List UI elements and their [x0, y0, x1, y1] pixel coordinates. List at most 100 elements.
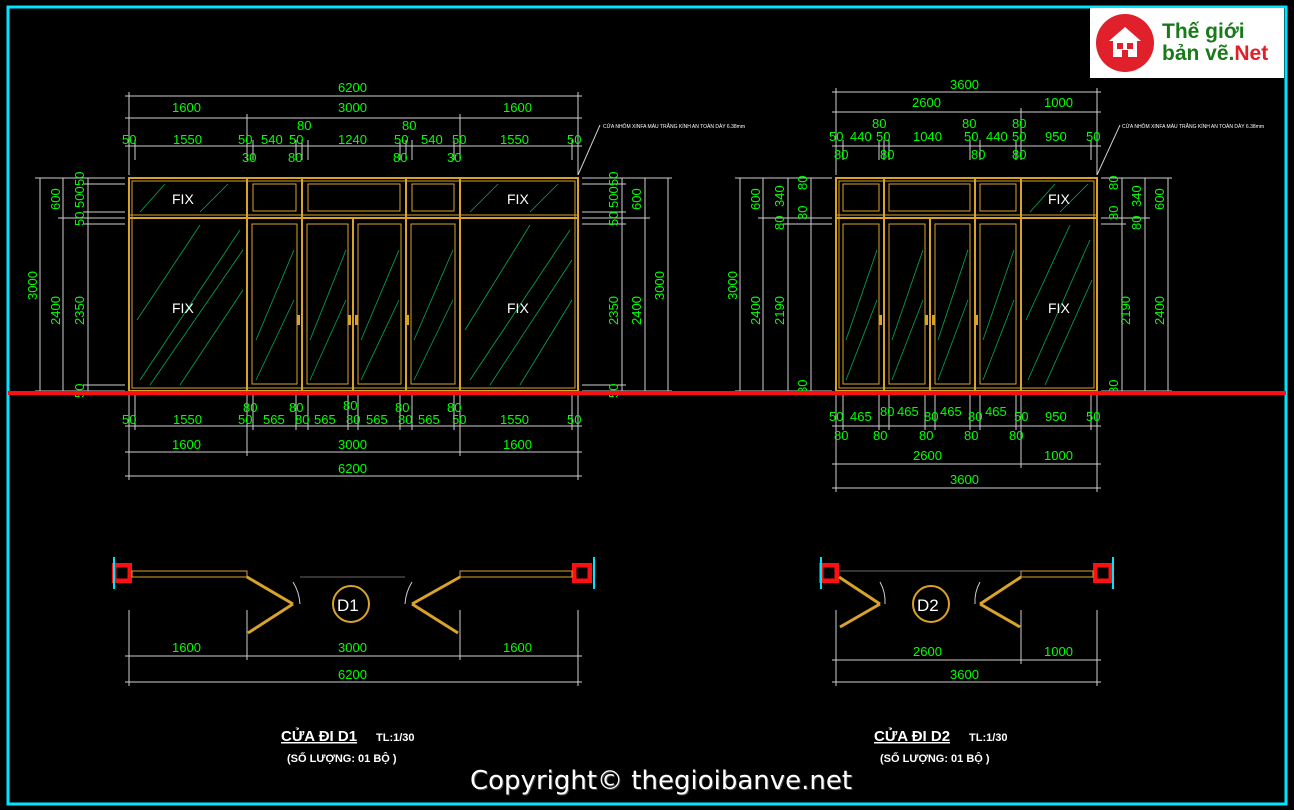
- d1-top-detail-10: 1550: [500, 132, 529, 147]
- d2-fix-top: FIX: [1048, 191, 1070, 207]
- d2-bot-detail-1: 50: [829, 409, 843, 424]
- d2-left-3000: 3000: [725, 271, 740, 300]
- d1-top-below-2: 80: [288, 150, 302, 165]
- d1-left-3000: 3000: [25, 271, 40, 300]
- d2-plan-dim-1: 2600: [913, 644, 942, 659]
- d1-bot-sub-1: 1600: [172, 437, 201, 452]
- d1-bot-detail-13: 50: [567, 412, 581, 427]
- d1-left-2400: 2400: [48, 296, 63, 325]
- d1-top-sub-2: 3000: [338, 100, 367, 115]
- d2-bot-detail-5: 80: [924, 409, 938, 424]
- d2-right-340: 340: [1129, 185, 1144, 207]
- d1-bot-sub-2: 3000: [338, 437, 367, 452]
- d2-bot-below-3: 80: [919, 428, 933, 443]
- d2-scale: TL:1/30: [969, 732, 1008, 744]
- d2-plan-tag-circle: [912, 585, 950, 623]
- d1-plan: D1: [112, 557, 595, 635]
- logo-line2-accent: Net: [1234, 42, 1269, 65]
- d1-right-500: 500: [606, 186, 621, 208]
- d2-top-detail-9: 50: [1086, 129, 1100, 144]
- d1-bot-top-1: 80: [243, 400, 257, 415]
- d1-left-50-c: 50: [72, 384, 87, 398]
- d1-qty: (SỐ LƯỢNG: 01 BỘ ): [287, 751, 397, 765]
- d2-top-detail-1: 50: [829, 129, 843, 144]
- d2-bot-below-2: 80: [873, 428, 887, 443]
- logo-text: Thế giới bản vẽ.Net: [1162, 21, 1268, 65]
- d1-right-50-a: 50: [606, 172, 621, 186]
- house-icon: [1096, 14, 1154, 72]
- d2-bot-below-4: 80: [964, 428, 978, 443]
- d1-right-2400: 2400: [629, 296, 644, 325]
- d1-fix-mid-right: FIX: [507, 300, 529, 316]
- d2-bot-below-5: 80: [1009, 428, 1023, 443]
- d2-left-30-b: 30: [795, 380, 810, 394]
- d2-top-detail-8: 950: [1045, 129, 1067, 144]
- d1-plan-overall: 6200: [338, 667, 367, 682]
- d1-bot-detail-2: 1550: [173, 412, 202, 427]
- d2-bot-detail-4: 465: [897, 404, 919, 419]
- d2-bot-detail-9: 50: [1014, 409, 1028, 424]
- d2-plan-tag: D2: [917, 596, 939, 615]
- d2-material-note: CỬA NHÔM XINFA MÀU TRẮNG KÍNH AN TOÀN DÀ…: [1122, 122, 1264, 130]
- d2-top-80-a: 80: [872, 116, 886, 131]
- d2-bot-detail-6: 465: [940, 404, 962, 419]
- d1-bot-detail-6: 565: [314, 412, 336, 427]
- d2-top-80-b: 80: [962, 116, 976, 131]
- d1-bot-top-4: 80: [395, 400, 409, 415]
- d2-bottom-dimensions: [832, 395, 1101, 492]
- d1-left-2350: 2350: [72, 296, 87, 325]
- d1-bot-sub-3: 1600: [503, 437, 532, 452]
- d2-left-340: 340: [772, 185, 787, 207]
- d2-right-600: 600: [1152, 188, 1167, 210]
- d2-left-600: 600: [748, 188, 763, 210]
- d1-fix-mid-left: FIX: [172, 300, 194, 316]
- d2-right-80-a: 80: [1106, 176, 1121, 190]
- d2-plan-dimensions: [832, 610, 1101, 686]
- d2-top-below-1: 80: [834, 147, 848, 162]
- d2-plan: D2: [819, 557, 1114, 629]
- d1-bot-top-5: 80: [447, 400, 461, 415]
- d2-left-80-a: 80: [795, 176, 810, 190]
- d2-bot-sub-2: 1000: [1044, 448, 1073, 463]
- d2-top-detail-6: 440: [986, 129, 1008, 144]
- d2-bot-sub-1: 2600: [913, 448, 942, 463]
- d2-top-detail-2: 440: [850, 129, 872, 144]
- d1-left-600: 600: [48, 188, 63, 210]
- d1-bot-top-3: 80: [343, 398, 357, 413]
- d1-bot-detail-9: 80: [398, 412, 412, 427]
- d1-top-detail-7: 50: [394, 132, 408, 147]
- d2-right-2400: 2400: [1152, 296, 1167, 325]
- d1-top-dimensions: [125, 92, 582, 175]
- d2-right-30-a: 30: [1106, 206, 1121, 220]
- d2-top-dimensions: [832, 88, 1101, 175]
- d2-bot-detail-10: 950: [1045, 409, 1067, 424]
- d1-plan-dim-2: 3000: [338, 640, 367, 655]
- copyright-watermark: Copyright© thegioibanve.net: [470, 766, 853, 796]
- d2-right-30-b: 30: [1106, 380, 1121, 394]
- d2-bot-overall: 3600: [950, 472, 979, 487]
- d1-right-600: 600: [629, 188, 644, 210]
- d2-top-overall: 3600: [950, 77, 979, 92]
- d2-bot-detail-7: 80: [968, 409, 982, 424]
- d2-top-sub-2: 1000: [1044, 95, 1073, 110]
- d1-top-detail-3: 50: [238, 132, 252, 147]
- d2-top-detail-7: 50: [1012, 129, 1026, 144]
- d1-top-sub-1: 1600: [172, 100, 201, 115]
- d1-fix-top-right: FIX: [507, 191, 529, 207]
- d2-plan-dim-2: 1000: [1044, 644, 1073, 659]
- d2-bot-detail-3: 80: [880, 404, 894, 419]
- logo-line2-main: bản vẽ.: [1162, 42, 1235, 65]
- d1-top-detail-8: 540: [421, 132, 443, 147]
- d2-bot-detail-2: 465: [850, 409, 872, 424]
- site-logo[interactable]: Thế giới bản vẽ.Net: [1090, 8, 1284, 78]
- d1-top-sub-3: 1600: [503, 100, 532, 115]
- d2-top-detail-5: 50: [964, 129, 978, 144]
- d1-bot-detail-4: 565: [263, 412, 285, 427]
- d2-plan-overall: 3600: [950, 667, 979, 682]
- d2-bot-detail-11: 50: [1086, 409, 1100, 424]
- d1-bot-detail-11: 50: [452, 412, 466, 427]
- d2-qty: (SỐ LƯỢNG: 01 BỘ ): [880, 751, 990, 765]
- d1-top-detail-4: 540: [261, 132, 283, 147]
- d2-top-sub-1: 2600: [912, 95, 941, 110]
